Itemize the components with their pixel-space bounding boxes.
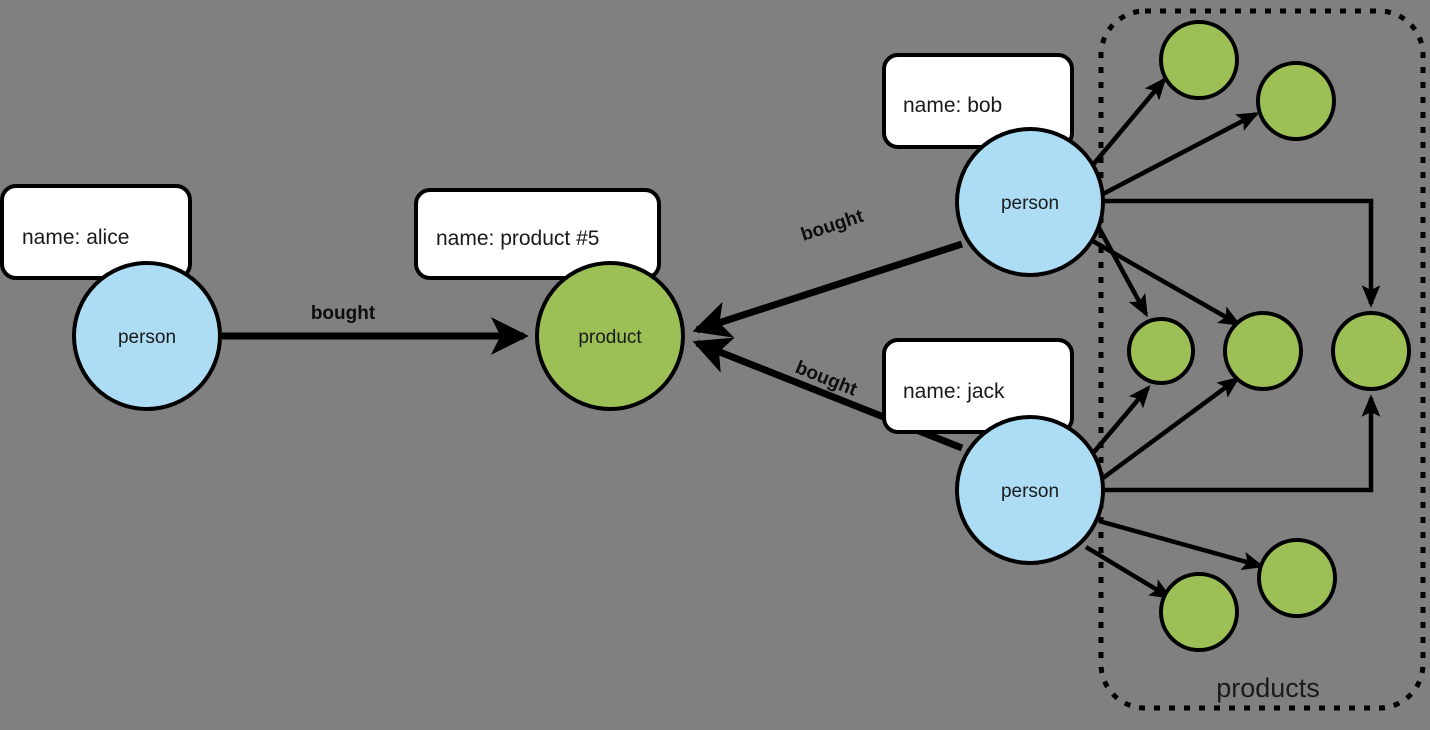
edge-bob-to-p-top-right <box>1101 112 1260 196</box>
product-circle-mid-center[interactable] <box>1223 311 1303 391</box>
product-circle-bot-right[interactable] <box>1257 538 1337 618</box>
property-label-jack: name: jack <box>903 380 1005 403</box>
product-circle-mid-right[interactable] <box>1331 311 1411 391</box>
node-circle-jack[interactable] <box>955 415 1105 565</box>
node-label-jack: person <box>1001 481 1059 502</box>
product-circles <box>1127 20 1411 652</box>
product-circle-top-right[interactable] <box>1256 61 1336 141</box>
edge-jack-to-p-bot-left <box>1084 545 1173 599</box>
edge-bob-to-p-top-left <box>1090 77 1167 168</box>
node-circle-bob[interactable] <box>955 127 1105 277</box>
edge-bob-to-p-mid-left <box>1096 224 1148 318</box>
edge-bob-to-p-mid-center <box>1089 238 1242 326</box>
property-label-bob: name: bob <box>903 94 1002 117</box>
property-boxes <box>0 53 1074 434</box>
product-circle-top-left[interactable] <box>1159 20 1239 100</box>
node-circle-product5[interactable] <box>535 261 685 411</box>
node-label-bob: person <box>1001 193 1059 214</box>
property-box-product5 <box>414 188 661 280</box>
edge-jack-to-p-mid-left <box>1092 385 1151 454</box>
edge-jack-to-p-bot-right <box>1098 518 1265 571</box>
property-label-product5: name: product #5 <box>436 227 599 250</box>
edge-label-bob-bought: bought <box>798 206 866 246</box>
entity-circles <box>72 127 1105 565</box>
jack-product-edges <box>1084 376 1381 599</box>
property-box-jack <box>882 338 1074 434</box>
edge-bob-bought-product <box>692 240 964 338</box>
product-circle-bot-left[interactable] <box>1159 572 1239 652</box>
edge-label-alice-bought: bought <box>311 303 376 324</box>
bob-product-edges <box>1089 77 1381 326</box>
products-group-boundary <box>1098 8 1426 711</box>
edge-jack-to-p-mid-center <box>1101 376 1241 480</box>
property-label-alice: name: alice <box>22 226 129 249</box>
products-group-label: products <box>1216 673 1320 703</box>
node-circle-alice[interactable] <box>72 261 222 411</box>
edge-bob-to-p-mid-right-orthogonal <box>1103 198 1381 308</box>
property-box-bob <box>882 53 1074 149</box>
edge-jack-to-p-mid-right-orthogonal <box>1103 394 1381 493</box>
node-label-alice: person <box>118 327 176 348</box>
node-label-product5: product <box>578 327 642 348</box>
product-circle-mid-left[interactable] <box>1127 317 1195 385</box>
property-box-alice <box>0 184 192 280</box>
